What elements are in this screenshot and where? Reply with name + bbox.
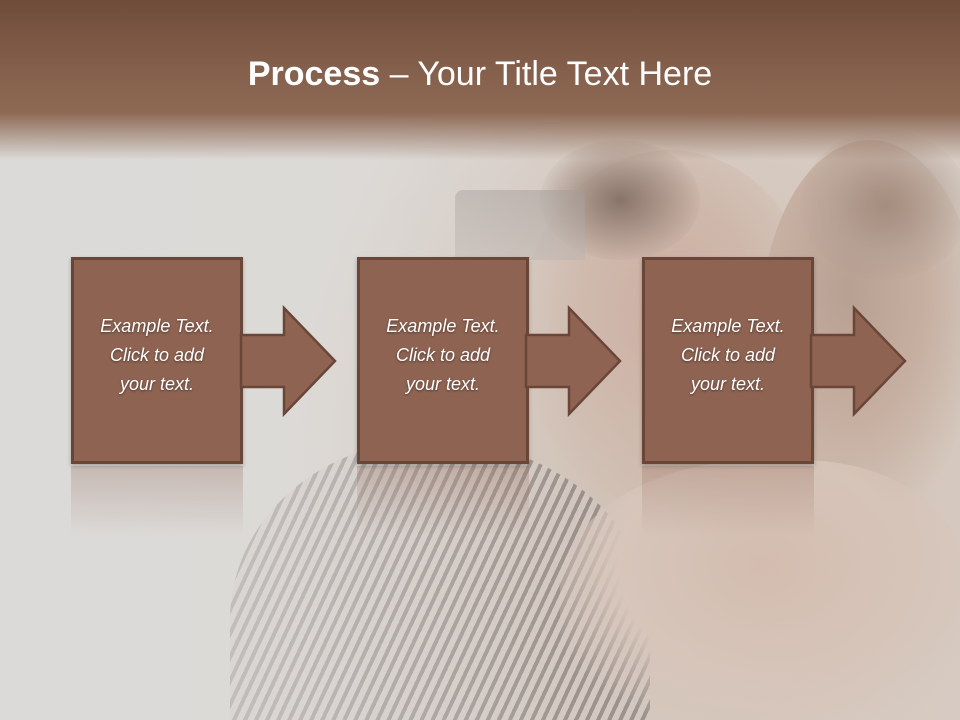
step-3-line-2: Click to add <box>680 345 776 365</box>
process-step-2-box[interactable]: Example Text. Click to add your text. <box>357 257 529 464</box>
process-arrow-2-icon <box>524 304 622 418</box>
process-step-1-box[interactable]: Example Text. Click to add your text. <box>71 257 243 464</box>
process-arrow-3-icon <box>809 304 907 418</box>
step-3-line-3: your text. <box>690 374 766 394</box>
title-band <box>0 0 960 160</box>
step-3-line-1: Example Text. <box>671 316 785 336</box>
step-2-line-3: your text. <box>405 374 481 394</box>
step-1-line-2: Click to add <box>109 345 205 365</box>
process-step-3-reflection <box>642 466 814 536</box>
title-rest-text: – Your Title Text Here <box>380 55 713 93</box>
process-step-1-reflection <box>71 466 243 536</box>
step-2-line-1: Example Text. <box>386 316 500 336</box>
process-step-2-text[interactable]: Example Text. Click to add your text. <box>360 312 526 399</box>
process-step-2-reflection <box>357 466 529 536</box>
step-2-line-2: Click to add <box>395 345 491 365</box>
step-1-line-1: Example Text. <box>100 316 214 336</box>
page-title[interactable]: Process – Your Title Text Here <box>0 52 960 96</box>
step-1-line-3: your text. <box>119 374 195 394</box>
process-step-3-box[interactable]: Example Text. Click to add your text. <box>642 257 814 464</box>
process-step-3-text[interactable]: Example Text. Click to add your text. <box>645 312 811 399</box>
title-bold-text: Process <box>247 55 381 93</box>
process-arrow-1-icon <box>239 304 337 418</box>
process-step-1-text[interactable]: Example Text. Click to add your text. <box>74 312 240 399</box>
